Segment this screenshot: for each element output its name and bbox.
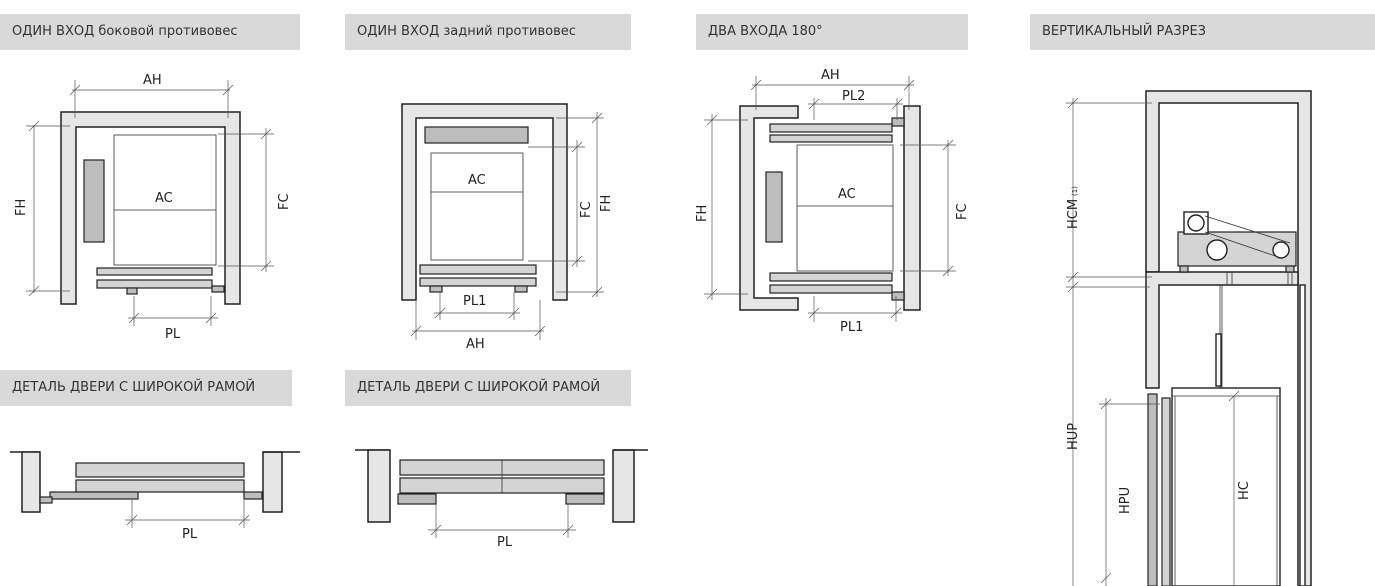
door-detail-wide-frame-1 (10, 451, 300, 528)
header-vertical-section: ВЕРТИКАЛЬНЫЙ РАЗРЕЗ (1030, 14, 1375, 50)
label-pl-detail-1: PL (182, 527, 198, 542)
label-ah-2: AH (466, 337, 485, 352)
vertical-section (1066, 90, 1312, 586)
label-hcm-note: (1) (1071, 186, 1079, 196)
label-hup: HUP (1066, 423, 1081, 450)
plan-side-counterweight (26, 80, 274, 326)
label-ah-1: AH (143, 73, 162, 88)
label-hcm: HCM (1066, 199, 1081, 229)
label-hpu: HPU (1118, 487, 1133, 514)
label-ac-1: AC (155, 191, 173, 206)
label-fh-2: FH (599, 195, 614, 212)
plan-two-entries (704, 76, 956, 322)
label-pl1-2: PL1 (463, 294, 486, 309)
label-ac-3: AC (838, 187, 856, 202)
label-fc-2: FC (579, 201, 594, 218)
header-door-detail-1: ДЕТАЛЬ ДВЕРИ С ШИРОКОЙ РАМОЙ (0, 370, 292, 406)
header-two-entries: ДВА ВХОДА 180° (696, 14, 968, 50)
label-ac-2: AC (468, 173, 486, 188)
label-ah-3: AH (821, 68, 840, 83)
label-pl-1: PL (165, 327, 181, 342)
header-side-counterweight: ОДИН ВХОД боковой противовес (0, 14, 300, 50)
label-pl1-3: PL1 (840, 320, 863, 335)
label-pl-detail-2: PL (497, 535, 513, 550)
header-rear-counterweight: ОДИН ВХОД задний противовес (345, 14, 631, 50)
header-door-detail-2: ДЕТАЛЬ ДВЕРИ С ШИРОКОЙ РАМОЙ (345, 370, 631, 406)
label-fc-3: FC (955, 203, 970, 220)
plan-rear-counterweight (401, 103, 604, 340)
label-pl2-3: PL2 (842, 89, 865, 104)
label-fc-1: FC (277, 193, 292, 210)
label-fh-3: FH (695, 205, 710, 222)
door-detail-wide-frame-2 (355, 449, 648, 538)
label-fh-1: FH (14, 199, 29, 216)
label-hc: HC (1237, 481, 1252, 500)
